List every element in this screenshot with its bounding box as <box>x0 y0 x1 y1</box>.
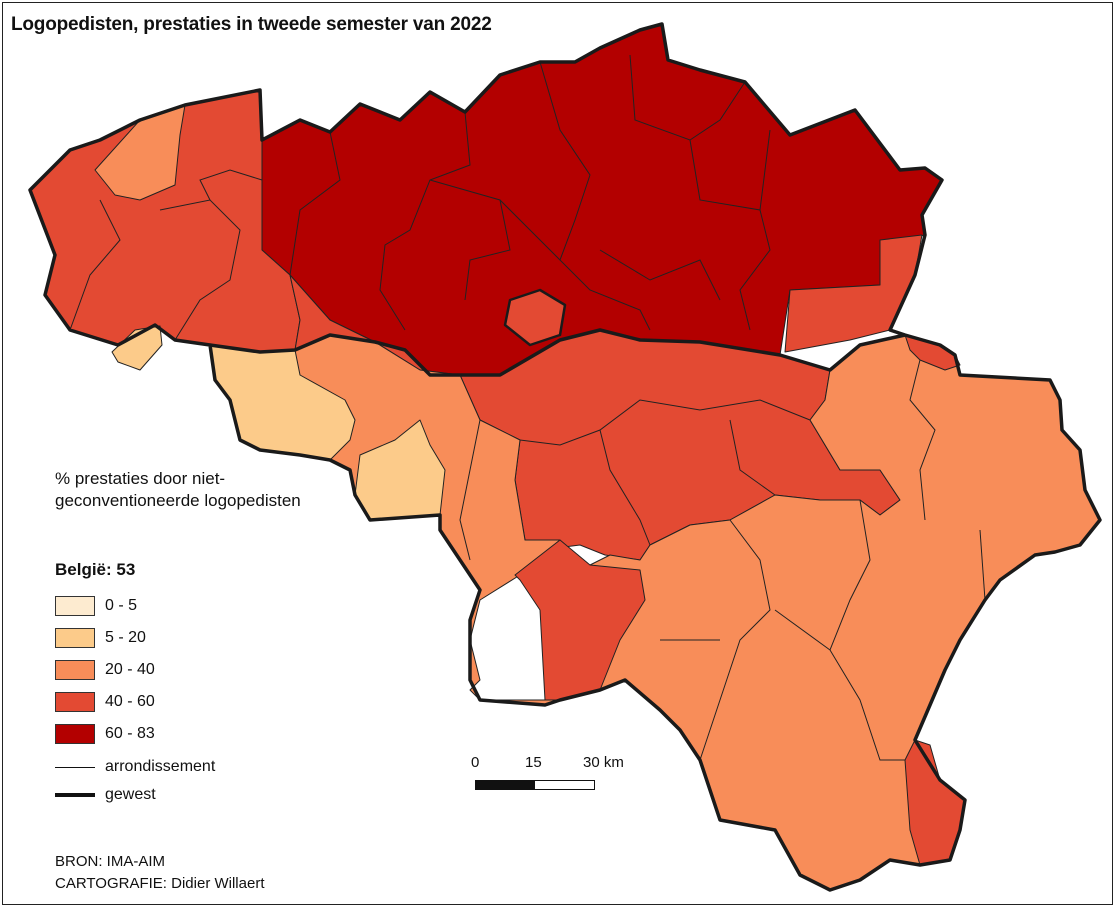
legend-summary: België: 53 <box>55 560 136 579</box>
legend-line-label: arrondissement <box>105 758 216 775</box>
thick-line-icon <box>55 793 95 797</box>
legend-class-label: 5 - 20 <box>105 629 146 646</box>
legend-class-label: 20 - 40 <box>105 661 155 678</box>
region-limburg-east <box>784 234 923 353</box>
legend-class: 5 - 20 <box>55 622 155 654</box>
credits: BRON: IMA-AIM CARTOGRAFIE: Didier Willae… <box>55 851 264 895</box>
legend-swatch <box>55 596 95 616</box>
thin-line-icon <box>55 766 95 768</box>
legend-swatch <box>55 724 95 744</box>
source-credit: BRON: IMA-AIM <box>55 853 166 870</box>
scale-label: 0 <box>471 754 480 771</box>
scale-bar-graphic <box>475 780 595 790</box>
legend-swatch <box>55 628 95 648</box>
legend-class: 20 - 40 <box>55 654 155 686</box>
legend-line-gewest: gewest <box>55 786 156 804</box>
legend-class-label: 60 - 83 <box>105 725 155 742</box>
legend-title: % prestaties door niet-geconventioneerde… <box>55 469 301 510</box>
legend-line-label: gewest <box>105 786 156 803</box>
scale-label: 15 <box>525 754 542 771</box>
map-title: Logopedisten, prestaties in tweede semes… <box>11 14 492 35</box>
legend-classes: 0 - 5 5 - 20 20 - 40 40 - 60 60 - 83 <box>55 590 155 750</box>
region-philippeville <box>514 539 646 701</box>
scale-label: 30 km <box>583 754 624 771</box>
legend-class-label: 0 - 5 <box>105 597 138 614</box>
legend-line-arrondissement: arrondissement <box>55 758 215 776</box>
scale-bar: 0 15 30 km <box>471 754 655 790</box>
cartography-credit: CARTOGRAFIE: Didier Willaert <box>55 875 265 892</box>
legend-class: 40 - 60 <box>55 686 155 718</box>
legend-class: 60 - 83 <box>55 718 155 750</box>
legend-class-label: 40 - 60 <box>105 693 155 710</box>
legend-swatch <box>55 692 95 712</box>
legend-class: 0 - 5 <box>55 590 155 622</box>
legend-swatch <box>55 660 95 680</box>
region-comines <box>111 325 163 371</box>
